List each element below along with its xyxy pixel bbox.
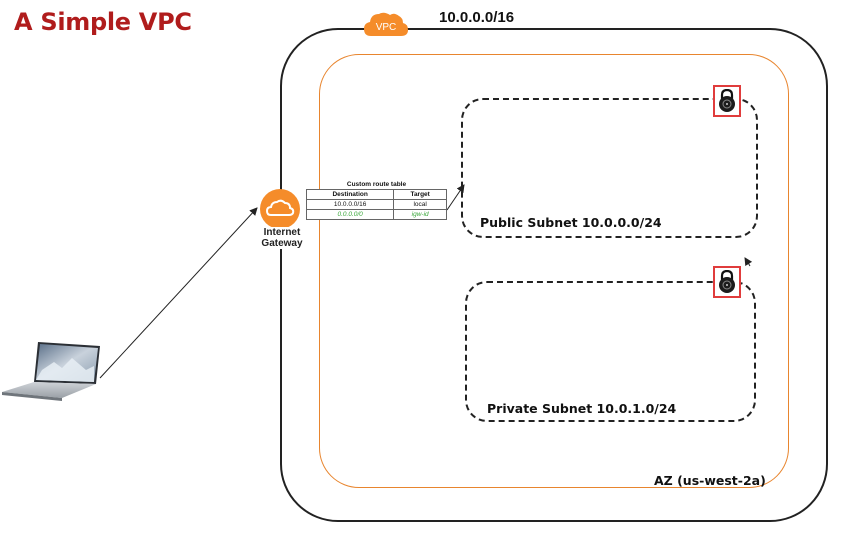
laptop-to-gateway-arrow	[99, 207, 258, 379]
laptop-icon	[2, 342, 100, 401]
cloud-icon: VPC	[364, 12, 408, 36]
cloud-icon	[260, 189, 300, 229]
internet-gateway-label-line2: Gateway	[261, 238, 303, 249]
vpc-badge-label: VPC	[376, 22, 397, 33]
internet-gateway-icon	[259, 188, 301, 230]
table-row: 0.0.0.0/0 igw-id	[305, 209, 447, 220]
vpc-boundary	[280, 28, 828, 522]
private-subnet-lock	[713, 266, 741, 298]
public-subnet-lock	[713, 85, 741, 117]
vpc-badge: VPC	[363, 10, 409, 38]
private-subnet-label: Private Subnet 10.0.1.0/24	[487, 401, 677, 416]
vpc-cidr: 10.0.0.0/16	[437, 9, 517, 26]
route-table-header-target: Target	[393, 189, 447, 200]
route-target: igw-id	[393, 209, 447, 220]
internet-gateway-label: Internet Gateway	[254, 227, 310, 249]
laptop	[2, 340, 104, 402]
route-table-grid: Destination Target 10.0.0.0/16 local 0.0…	[305, 189, 447, 220]
subnet-side-arrow	[744, 257, 753, 267]
route-table-title: Custom route table	[346, 181, 407, 188]
lock-icon	[719, 89, 735, 112]
private-subnet	[465, 281, 756, 422]
custom-route-table: Custom route table Destination Target 10…	[305, 181, 447, 220]
route-destination: 10.0.0.0/16	[305, 199, 395, 210]
public-subnet-label: Public Subnet 10.0.0.0/24	[480, 215, 662, 230]
page-title: A Simple VPC	[14, 8, 192, 36]
availability-zone-label: AZ (us-west-2a)	[654, 473, 766, 488]
route-destination: 0.0.0.0/0	[305, 209, 395, 220]
route-table-header-destination: Destination	[305, 189, 395, 200]
table-row: 10.0.0.0/16 local	[305, 199, 447, 210]
lock-icon	[719, 270, 735, 293]
public-subnet	[461, 98, 758, 238]
availability-zone-boundary	[319, 54, 789, 488]
internet-gateway-label-line1: Internet	[263, 227, 301, 238]
route-target: local	[393, 199, 447, 210]
